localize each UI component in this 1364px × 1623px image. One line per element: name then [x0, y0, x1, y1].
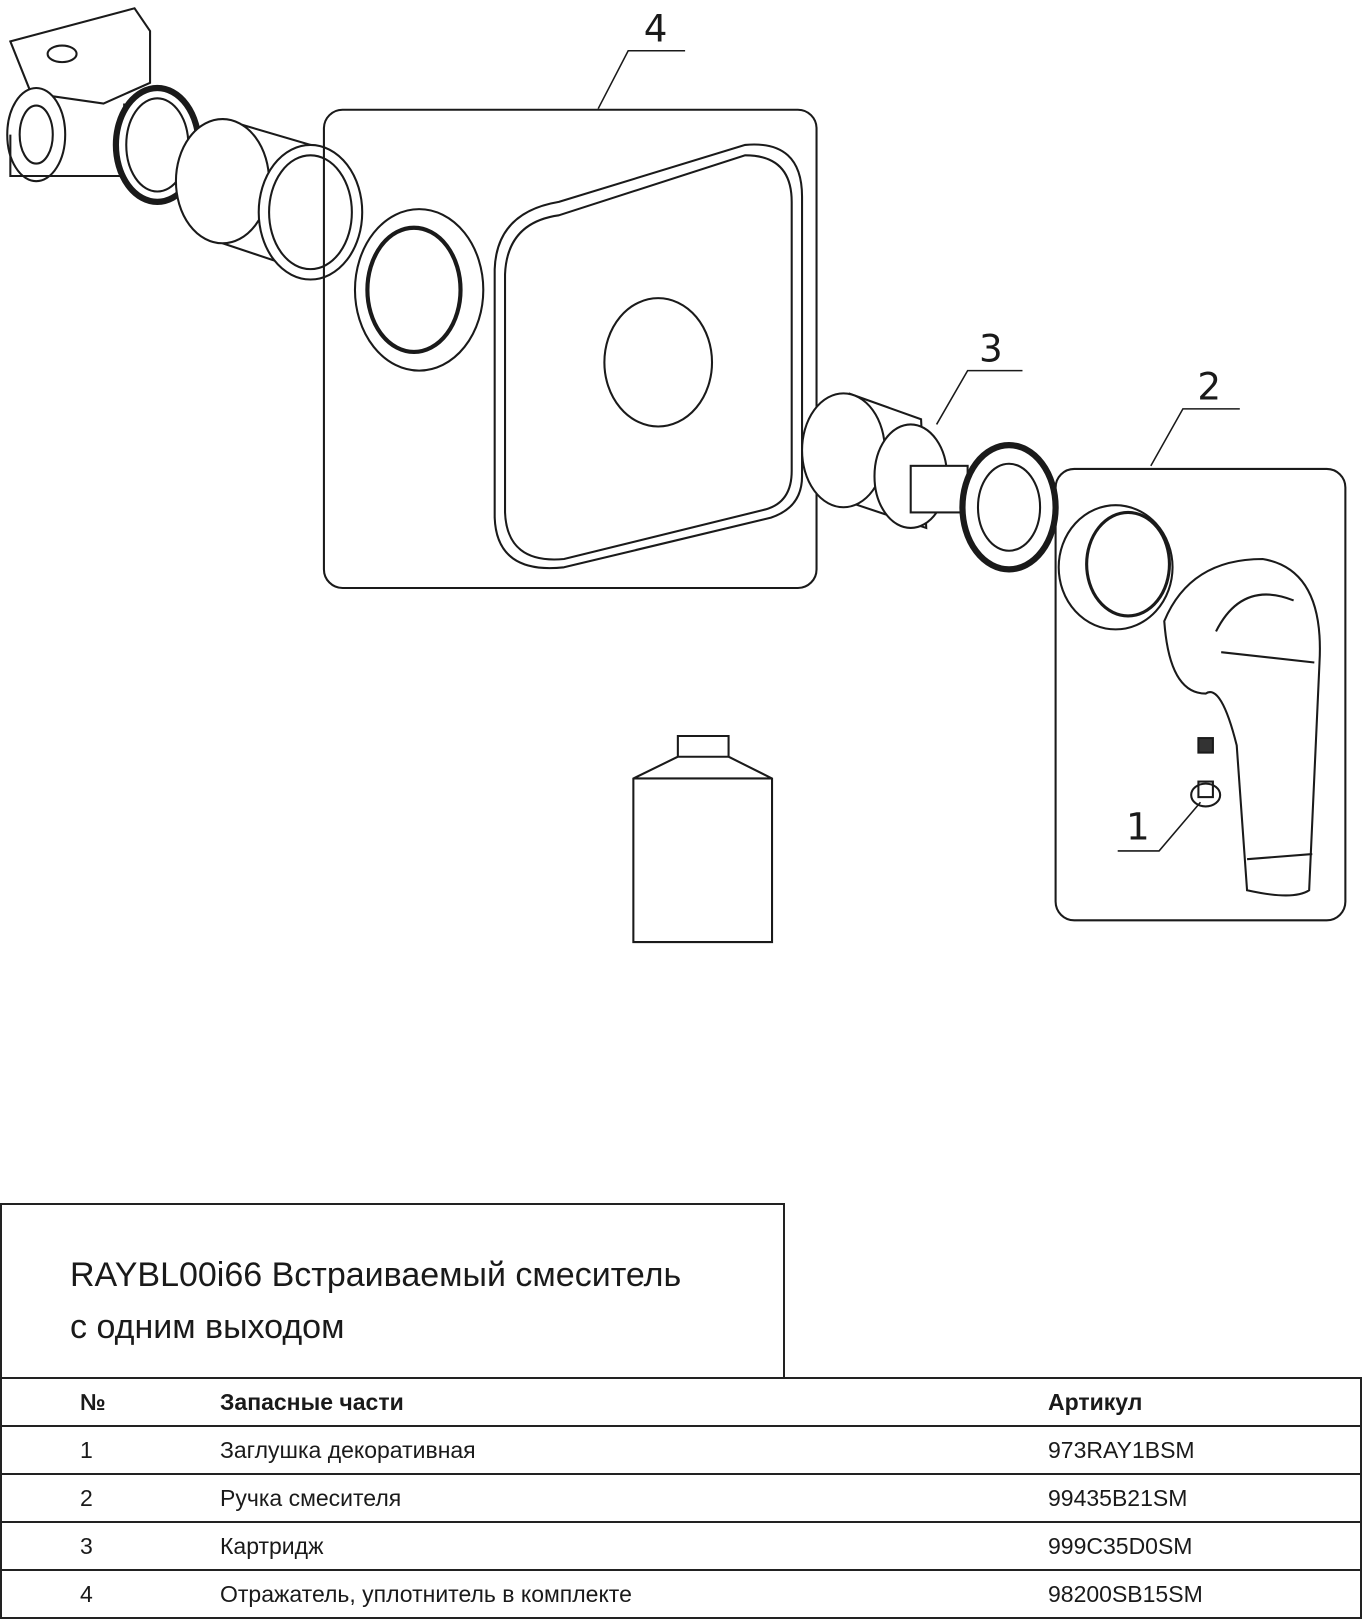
row-name: Отражатель, уплотнитель в комплекте — [220, 1569, 1048, 1619]
row-num: 1 — [0, 1425, 220, 1475]
row-num: 3 — [0, 1521, 220, 1571]
table-header-row: № Запасные части Артикул — [0, 1377, 1362, 1427]
callout-3: 3 — [979, 326, 1003, 370]
cartridge-drawing — [801, 392, 1059, 573]
bottle-drawing — [632, 734, 774, 944]
mixer-body-drawing — [6, 7, 202, 205]
table-row: 1 Заглушка декоративная 973RAY1BSM — [0, 1425, 1362, 1475]
row-name: Картридж — [220, 1521, 1048, 1571]
handle-drawing — [1057, 504, 1321, 897]
callout-4: 4 — [644, 6, 668, 50]
exploded-parts-diagram: 4 3 2 1 — [6, 6, 1347, 944]
group-4-frame — [322, 108, 818, 590]
sleeve-drawing — [174, 118, 364, 281]
header-name: Запасные части — [220, 1377, 1048, 1427]
table-row: 3 Картридж 999C35D0SM — [0, 1521, 1362, 1571]
callout-2: 2 — [1197, 365, 1221, 409]
product-title: RAYBL00i66 Встраиваемый смеситель с одни… — [70, 1249, 681, 1353]
title-box: RAYBL00i66 Встраиваемый смеситель с одни… — [0, 1203, 785, 1377]
title-line-1: RAYBL00i66 Встраиваемый смеситель — [70, 1256, 682, 1294]
row-name: Ручка смесителя — [220, 1473, 1048, 1523]
decorative-plug-drawing — [1190, 737, 1222, 808]
row-name: Заглушка декоративная — [220, 1425, 1048, 1475]
row-article: 999C35D0SM — [1048, 1521, 1362, 1571]
header-num: № — [0, 1377, 220, 1427]
group-2-frame — [1054, 467, 1347, 922]
header-article: Артикул — [1048, 1377, 1362, 1427]
row-num: 2 — [0, 1473, 220, 1523]
callout-leaders — [597, 49, 1240, 852]
row-article: 99435B21SM — [1048, 1473, 1362, 1523]
callout-1: 1 — [1126, 805, 1150, 849]
row-num: 4 — [0, 1569, 220, 1619]
table-row: 4 Отражатель, уплотнитель в комплекте 98… — [0, 1569, 1362, 1619]
spare-parts-table: № Запасные части Артикул 1 Заглушка деко… — [0, 1377, 1362, 1619]
title-line-2: с одним выходом — [70, 1308, 345, 1346]
row-article: 98200SB15SM — [1048, 1569, 1362, 1619]
table-row: 2 Ручка смесителя 99435B21SM — [0, 1473, 1362, 1523]
escutcheon-plate-drawing — [493, 143, 804, 570]
seal-ring-drawing — [353, 208, 485, 372]
row-article: 973RAY1BSM — [1048, 1425, 1362, 1475]
